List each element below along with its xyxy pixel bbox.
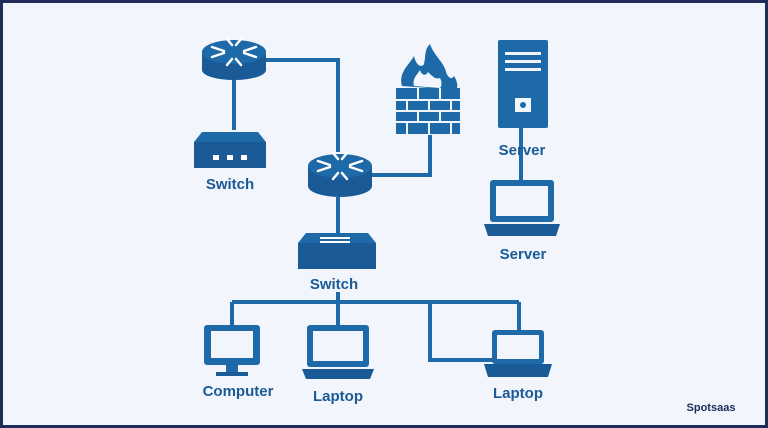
switch-label: Switch	[310, 276, 358, 293]
laptop-icon	[302, 325, 374, 379]
brand-logo: Spotsaas	[687, 402, 736, 414]
router-icon	[202, 37, 266, 80]
server-icon	[498, 40, 548, 128]
router-icon	[308, 151, 372, 197]
switch-icon	[194, 132, 266, 168]
link-router-top-to-router-center	[263, 58, 340, 152]
laptop-label: Laptop	[313, 388, 363, 405]
server-label: Server	[500, 246, 547, 263]
server-label: Server	[499, 142, 546, 159]
link-bus-to-laptop-right-a	[428, 302, 492, 362]
laptop-label: Laptop	[493, 385, 543, 402]
switch-icon	[298, 233, 376, 269]
computer-label: Computer	[203, 383, 274, 400]
firewall-icon	[396, 44, 460, 134]
laptop-icon	[484, 180, 560, 236]
computer-icon	[204, 325, 260, 376]
diagram-frame	[3, 3, 765, 425]
switch-label: Switch	[206, 176, 254, 193]
link-router-center-to-firewall	[372, 135, 432, 177]
laptop-icon	[484, 330, 552, 377]
connection-lines	[230, 58, 523, 362]
